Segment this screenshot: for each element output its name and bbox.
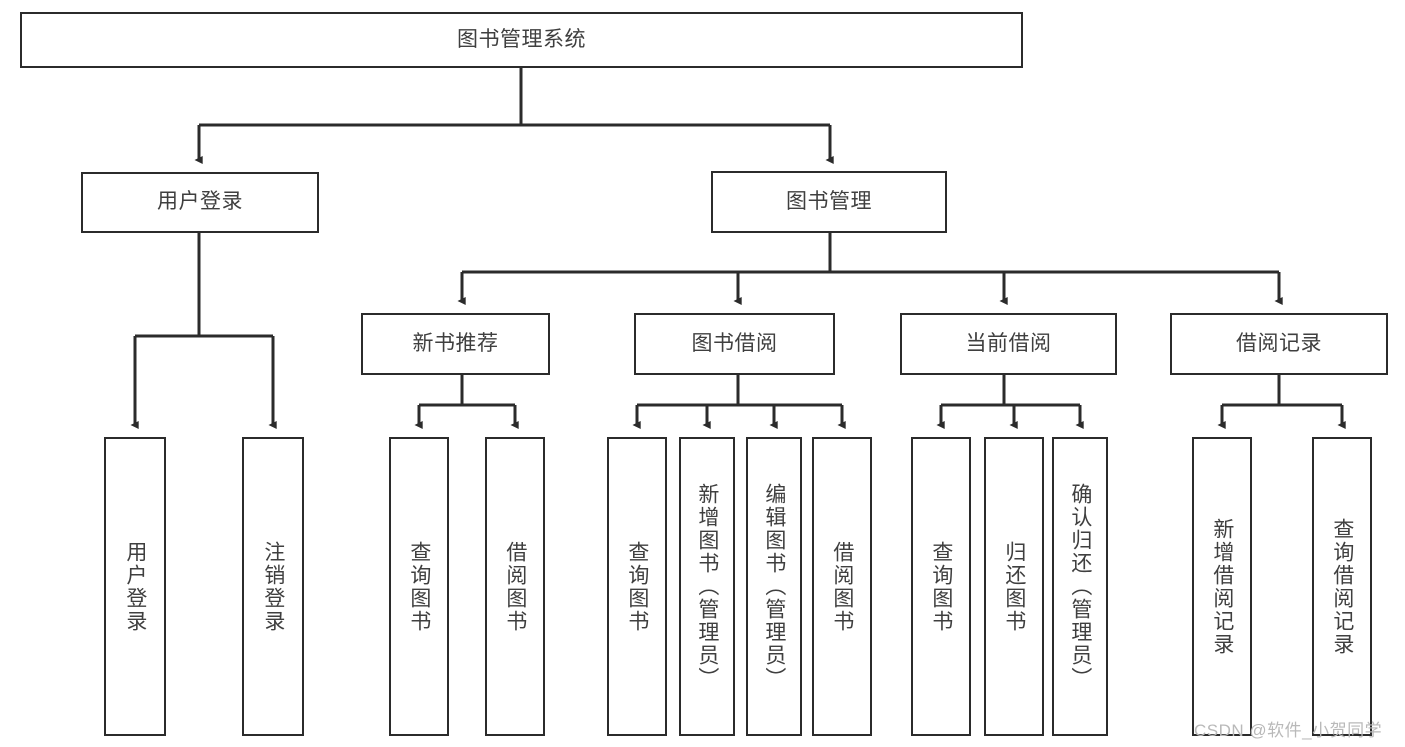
- node-label: 查询图书: [625, 540, 649, 633]
- node-current[interactable]: 当前借阅: [900, 313, 1117, 375]
- node-l-return[interactable]: 归还图书: [984, 437, 1044, 736]
- node-l-edit[interactable]: 编辑图书（管理员）: [746, 437, 802, 736]
- node-label: 图书借阅: [691, 331, 778, 355]
- node-label: 借阅记录: [1236, 331, 1322, 355]
- node-label: 当前借阅: [965, 331, 1052, 355]
- node-label: 确认归还（管理员）: [1068, 483, 1092, 690]
- node-label: 编辑图书（管理员）: [762, 483, 786, 690]
- node-label: 借阅图书: [503, 540, 527, 633]
- csdn-watermark: CSDN @软件_小贺同学: [1194, 721, 1383, 740]
- node-label: 新增图书（管理员）: [695, 483, 719, 690]
- node-l-login[interactable]: 用户登录: [104, 437, 166, 736]
- node-l-borrow2[interactable]: 借阅图书: [812, 437, 872, 736]
- node-root[interactable]: 图书管理系统: [20, 12, 1023, 68]
- node-borrow[interactable]: 图书借阅: [634, 313, 835, 375]
- node-l-queryrec[interactable]: 查询借阅记录: [1312, 437, 1372, 736]
- node-label: 查询图书: [407, 540, 431, 633]
- node-label: 图书管理: [786, 189, 872, 213]
- node-l-confirm[interactable]: 确认归还（管理员）: [1052, 437, 1108, 736]
- node-l-add[interactable]: 新增图书（管理员）: [679, 437, 735, 736]
- node-label: 归还图书: [1002, 540, 1026, 633]
- node-label: 查询借阅记录: [1330, 517, 1354, 656]
- node-label: 借阅图书: [830, 540, 854, 633]
- node-label: 图书管理系统: [457, 27, 586, 51]
- node-label: 注销登录: [261, 540, 285, 633]
- node-l-borrow1[interactable]: 借阅图书: [485, 437, 545, 736]
- node-records[interactable]: 借阅记录: [1170, 313, 1388, 375]
- node-l-addrec[interactable]: 新增借阅记录: [1192, 437, 1252, 736]
- node-l-query3[interactable]: 查询图书: [911, 437, 971, 736]
- node-label: 用户登录: [123, 540, 147, 633]
- node-label: 用户登录: [157, 190, 243, 214]
- node-newbook[interactable]: 新书推荐: [361, 313, 550, 375]
- node-bookmgmt[interactable]: 图书管理: [711, 171, 947, 233]
- node-label: 新书推荐: [412, 331, 499, 355]
- node-label: 新增借阅记录: [1210, 517, 1234, 656]
- node-label: 查询图书: [929, 540, 953, 633]
- node-l-logout[interactable]: 注销登录: [242, 437, 304, 736]
- node-l-query1[interactable]: 查询图书: [389, 437, 449, 736]
- node-login[interactable]: 用户登录: [81, 172, 319, 233]
- node-l-query2[interactable]: 查询图书: [607, 437, 667, 736]
